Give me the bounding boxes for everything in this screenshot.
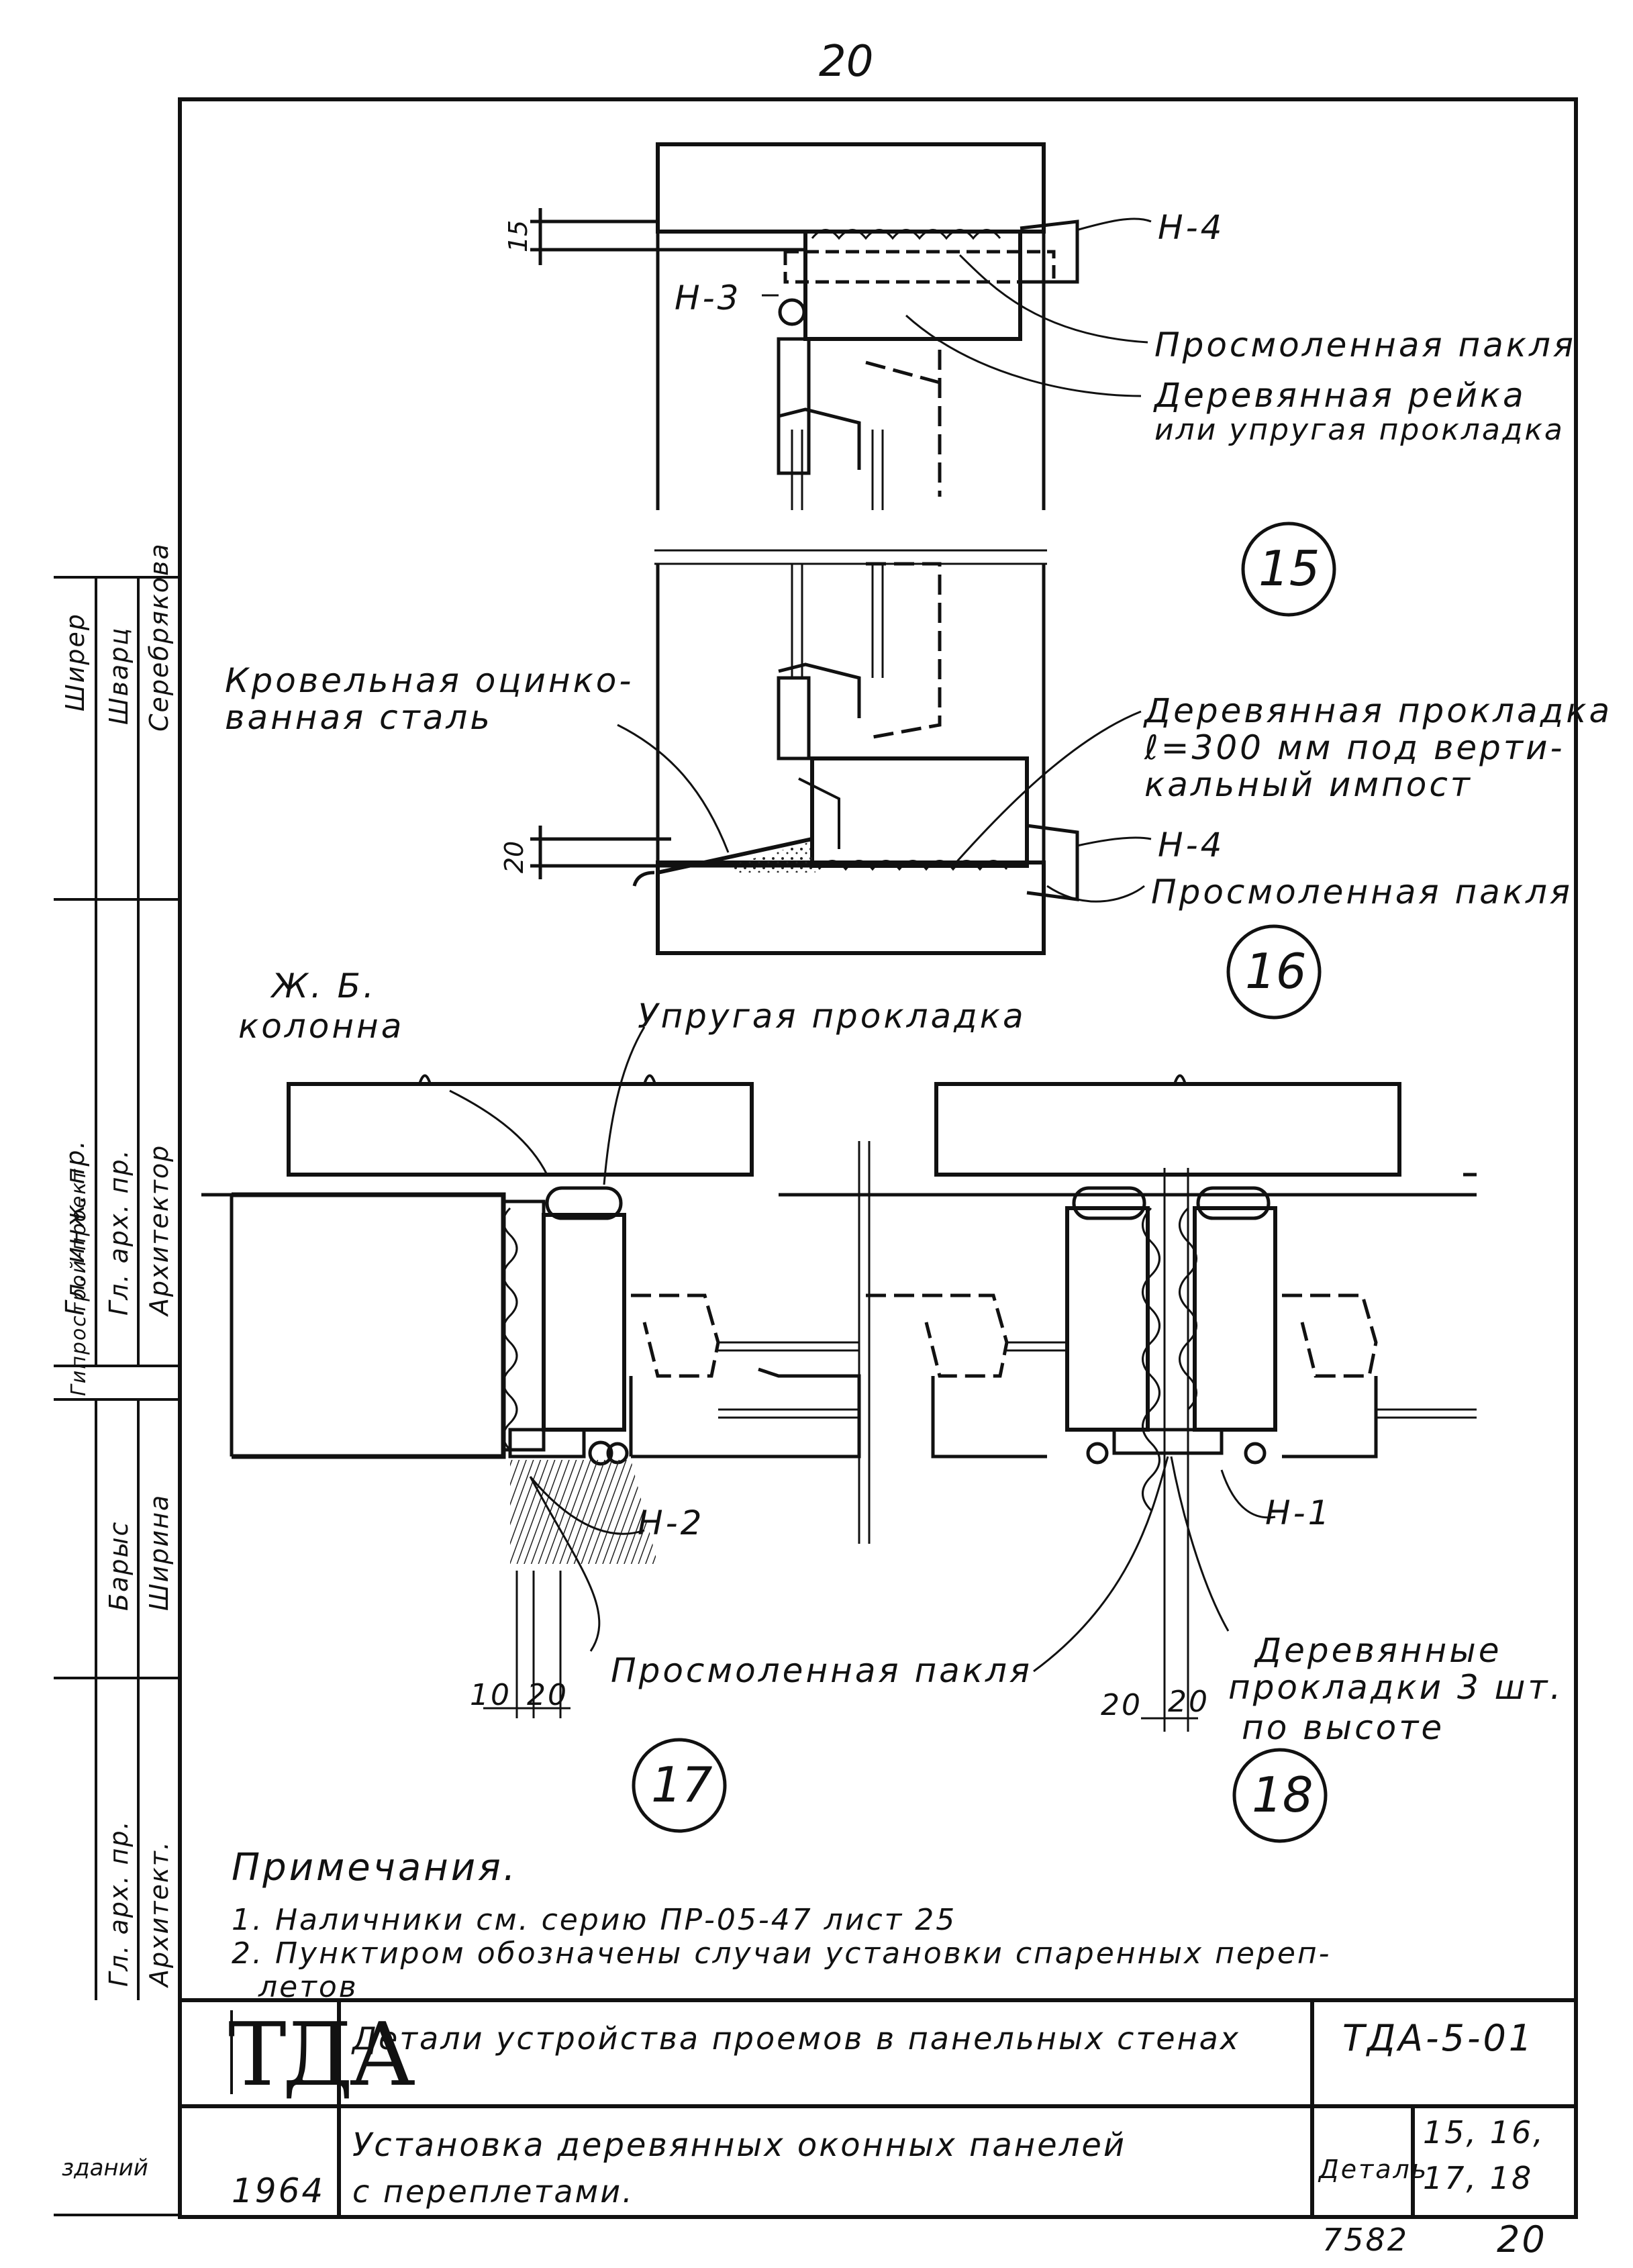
- side-stamp-grid: [54, 576, 180, 2216]
- title-block-logo: ТДА: [228, 2004, 415, 2106]
- stamp-name-2: Шварц: [104, 626, 134, 725]
- dimension-15: 15: [503, 219, 534, 253]
- title-block-title2b: с переплетами.: [352, 2173, 634, 2210]
- inventory-number: 7582: [1322, 2222, 1409, 2258]
- stamp-name-5: Ширина: [144, 1493, 174, 1611]
- stamp-role-3: Архитектор: [144, 1144, 174, 1316]
- note-2a: 2. Пунктиром обозначены случаи установки…: [232, 1936, 1332, 1971]
- detail-15-drawing: [530, 142, 1336, 617]
- detail-17-number: 17: [651, 1757, 713, 1813]
- detail-16-number: 16: [1245, 943, 1307, 999]
- label-prosmol-top: Просмоленная пакля: [1154, 326, 1577, 364]
- label-krovel-2: ванная сталь: [225, 698, 493, 737]
- label-prokl18-3: по высоте: [1242, 1708, 1445, 1747]
- label-n4-top: Н-4: [1158, 208, 1225, 247]
- title-block-title1: Детали устройства проемов в панельных ст…: [352, 2020, 1240, 2057]
- title-block-detail-label: Деталь: [1319, 2155, 1429, 2184]
- label-uprug: Упругая прокладка: [638, 997, 1026, 1036]
- title-block-detail-nums-1: 15, 16,: [1423, 2114, 1545, 2151]
- label-prokl18-1: Деревянные: [1255, 1631, 1502, 1670]
- title-block-code: ТДА-5-01: [1342, 2017, 1535, 2059]
- stamp-name-1: Ширер: [60, 613, 90, 711]
- stamp-role-2: Гл. арх. пр.: [104, 1148, 134, 1316]
- title-block-title2a: Установка деревянных оконных панелей: [352, 2126, 1127, 2164]
- dimension-20a: 20: [527, 1678, 568, 1712]
- label-prosmol-17: Просмоленная пакля: [611, 1651, 1033, 1690]
- title-block-detail-nums-2: 17, 18: [1423, 2160, 1534, 2196]
- detail-18-drawing: [779, 1074, 1477, 1843]
- note-1: 1. Наличники см. серию ПР-05-47 лист 25: [232, 1903, 957, 1937]
- stamp-name-4: Барыс: [104, 1520, 134, 1611]
- break-lines: [654, 549, 1047, 565]
- stamp-name-3: Серебрякова: [144, 542, 174, 732]
- label-zhb-2: колонна: [238, 1007, 405, 1046]
- stamp-role-4: Гл. арх. пр.: [104, 1820, 134, 1987]
- label-reika-2: или упругая прокладка: [1154, 413, 1565, 447]
- label-prokl16-2: ℓ=300 мм под верти-: [1144, 728, 1565, 767]
- dimension-10: 10: [470, 1678, 511, 1712]
- label-krovel-1: Кровельная оцинко-: [225, 661, 634, 700]
- detail-15-number: 15: [1258, 540, 1320, 597]
- dimension-20b: 20: [1101, 1688, 1142, 1722]
- notes-title: Примечания.: [232, 1846, 518, 1889]
- sheet-frame: [178, 97, 1578, 2219]
- dimension-20c: 20: [1168, 1685, 1209, 1719]
- label-prokl16-3: кальный импост: [1144, 765, 1473, 804]
- stamp-role-5: Архитект.: [144, 1840, 174, 1987]
- label-reika-1: Деревянная рейка: [1154, 376, 1526, 415]
- detail-18-number: 18: [1252, 1767, 1314, 1823]
- label-zhb-1: Ж. Б.: [272, 967, 377, 1005]
- label-prokl18-2: прокладки 3 шт.: [1228, 1668, 1564, 1707]
- label-n3: Н-3: [675, 279, 742, 317]
- label-prosmol-16: Просмоленная пакля: [1151, 873, 1573, 911]
- label-n4-bottom: Н-4: [1158, 826, 1225, 865]
- label-n1: Н-1: [1265, 1493, 1332, 1532]
- stamp-org: Гипрострой-проект: [67, 1168, 91, 1396]
- detail-16-drawing: [530, 562, 1322, 1020]
- label-prokl16-1: Деревянная прокладка: [1144, 691, 1613, 730]
- note-2b: летов: [258, 1970, 358, 2004]
- dimension-20-vert: 20: [499, 840, 530, 874]
- stamp-org2: зданий: [62, 2155, 148, 2181]
- label-n2: Н-2: [638, 1503, 705, 1542]
- page-number-bottom: 20: [1497, 2218, 1547, 2261]
- title-block-year: 1964: [232, 2171, 326, 2210]
- page-number-top: 20: [819, 37, 874, 87]
